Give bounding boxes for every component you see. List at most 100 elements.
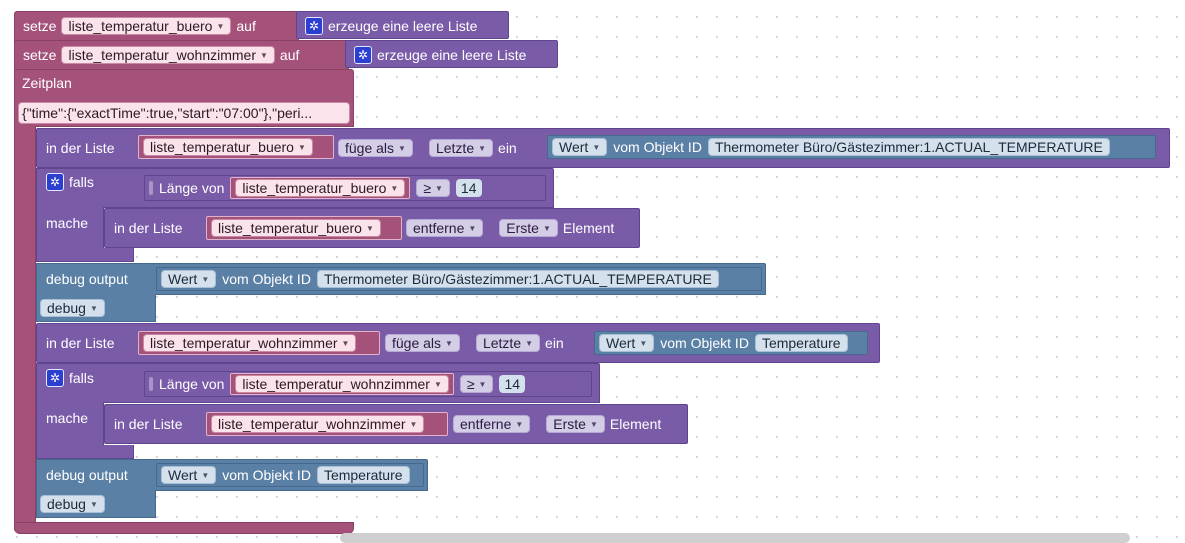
- gear-icon[interactable]: ✲: [46, 173, 64, 191]
- chevron-down-icon: ▼: [365, 223, 374, 233]
- operator-dropdown[interactable]: ≥▼: [459, 375, 494, 393]
- schedule-title: Zeitplan: [22, 75, 72, 91]
- create-empty-list-block-1[interactable]: ✲ erzeuge eine leere Liste: [296, 11, 509, 39]
- do-label: mache: [46, 215, 89, 231]
- chevron-down-icon: ▼: [592, 142, 601, 152]
- object-value-block[interactable]: Wert▼ vom Objekt ID Thermometer Büro/Gäs…: [547, 135, 1156, 159]
- ein-label: ein: [545, 335, 564, 351]
- if-block-2-footer: [36, 445, 134, 459]
- list-variable-block[interactable]: liste_temperatur_buero▼: [138, 135, 334, 159]
- remove-action-dropdown[interactable]: entferne▼: [453, 415, 531, 433]
- remove-position-dropdown[interactable]: Erste▼: [499, 219, 558, 237]
- chevron-down-icon: ▼: [435, 183, 443, 193]
- object-id-field[interactable]: Temperature: [316, 466, 410, 484]
- list-variable-block[interactable]: liste_temperatur_wohnzimmer▼: [138, 331, 380, 355]
- schedule-block-spine: [14, 126, 36, 530]
- insert-position-dropdown[interactable]: Letzte▼: [428, 139, 494, 157]
- number-field[interactable]: 14: [455, 179, 482, 197]
- chevron-down-icon: ▼: [468, 223, 477, 233]
- object-value-block[interactable]: Wert▼ vom Objekt ID Temperature: [156, 463, 424, 487]
- attribute-dropdown[interactable]: Wert▼: [599, 334, 655, 352]
- in-list-label: in der Liste: [114, 220, 183, 236]
- object-id-label: vom Objekt ID: [222, 271, 311, 287]
- create-list-label: erzeuge eine leere Liste: [328, 18, 478, 34]
- variable-dropdown[interactable]: liste_temperatur_wohnzimmer▼: [235, 375, 449, 393]
- length-label: Länge von: [159, 376, 225, 392]
- create-empty-list-block-2[interactable]: ✲ erzeuge eine leere Liste: [345, 40, 558, 68]
- chevron-down-icon: ▼: [589, 419, 598, 429]
- chevron-down-icon: ▼: [542, 223, 551, 233]
- if-block-1-footer: [36, 248, 134, 262]
- set-label: setze: [23, 47, 57, 63]
- chevron-down-icon: ▼: [478, 143, 487, 153]
- attribute-dropdown[interactable]: Wert▼: [552, 138, 608, 156]
- object-value-block[interactable]: Wert▼ vom Objekt ID Thermometer Büro/Gäs…: [156, 267, 762, 291]
- chevron-down-icon: ▼: [89, 499, 98, 509]
- number-field[interactable]: 14: [499, 375, 526, 393]
- in-list-label: in der Liste: [114, 416, 183, 432]
- chevron-down-icon: ▼: [260, 50, 268, 60]
- if-block-2-spine: [36, 402, 104, 452]
- ein-label: ein: [498, 140, 517, 156]
- chevron-down-icon: ▼: [478, 379, 487, 389]
- object-value-block[interactable]: Wert▼ vom Objekt ID Temperature: [594, 331, 868, 355]
- list-variable-block[interactable]: liste_temperatur_wohnzimmer▼: [206, 412, 448, 436]
- chevron-down-icon: ▼: [409, 419, 418, 429]
- attribute-dropdown[interactable]: Wert▼: [161, 466, 217, 484]
- if-label: falls: [69, 370, 94, 386]
- variable-dropdown[interactable]: liste_temperatur_wohnzimmer▼: [143, 334, 357, 352]
- insert-mode-dropdown[interactable]: füge als▼: [338, 139, 413, 157]
- gear-icon[interactable]: ✲: [46, 369, 64, 387]
- insert-position-dropdown[interactable]: Letzte▼: [475, 334, 541, 352]
- in-list-label: in der Liste: [46, 335, 115, 351]
- connector-nub: [149, 181, 153, 195]
- element-label: Element: [562, 220, 615, 236]
- chevron-down-icon: ▼: [639, 338, 648, 348]
- to-label: auf: [279, 47, 300, 63]
- gear-icon[interactable]: ✲: [305, 17, 323, 35]
- if-block-1-spine: [36, 207, 104, 255]
- chevron-down-icon: ▼: [525, 338, 534, 348]
- chevron-down-icon: ▼: [390, 183, 399, 193]
- variable-dropdown[interactable]: liste_temperatur_buero▼: [211, 219, 381, 237]
- chevron-down-icon: ▼: [216, 21, 225, 31]
- insert-mode-dropdown[interactable]: füge als▼: [385, 334, 460, 352]
- set-label: setze: [23, 18, 57, 34]
- object-id-label: vom Objekt ID: [613, 139, 702, 155]
- compare-block[interactable]: Länge von liste_temperatur_buero▼ ≥▼ 14: [144, 175, 546, 201]
- compare-block[interactable]: Länge von liste_temperatur_wohnzimmer▼ ≥…: [144, 371, 592, 397]
- chevron-down-icon: ▼: [297, 142, 306, 152]
- remove-position-dropdown[interactable]: Erste▼: [546, 415, 605, 433]
- debug-output-label: debug output: [46, 467, 128, 483]
- length-variable-block[interactable]: liste_temperatur_wohnzimmer▼: [230, 373, 454, 395]
- log-level-dropdown[interactable]: debug▼: [40, 299, 105, 317]
- length-variable-block[interactable]: liste_temperatur_buero▼: [230, 177, 411, 199]
- remove-action-dropdown[interactable]: entferne▼: [406, 219, 484, 237]
- chevron-down-icon: ▼: [433, 379, 442, 389]
- operator-dropdown[interactable]: ≥▼: [416, 179, 450, 197]
- object-id-label: vom Objekt ID: [660, 335, 749, 351]
- chevron-down-icon: ▼: [341, 338, 350, 348]
- chevron-down-icon: ▼: [515, 419, 524, 429]
- variable-dropdown[interactable]: liste_temperatur_wohnzimmer▼: [211, 415, 425, 433]
- object-id-field[interactable]: Thermometer Büro/Gästezimmer:1.ACTUAL_TE…: [316, 270, 719, 288]
- set-variable-block-1[interactable]: setze liste_temperatur_buero▼ auf: [14, 11, 299, 41]
- attribute-dropdown[interactable]: Wert▼: [161, 270, 217, 288]
- object-id-field[interactable]: Thermometer Büro/Gästezimmer:1.ACTUAL_TE…: [707, 138, 1110, 156]
- variable-dropdown[interactable]: liste_temperatur_wohnzimmer▼: [61, 46, 275, 64]
- variable-dropdown[interactable]: liste_temperatur_buero▼: [235, 179, 406, 197]
- object-id-field[interactable]: Temperature: [754, 334, 848, 352]
- debug-output-label: debug output: [46, 271, 128, 287]
- connector-nub: [149, 377, 153, 391]
- set-variable-block-2[interactable]: setze liste_temperatur_wohnzimmer▼ auf: [14, 40, 349, 70]
- horizontal-scrollbar[interactable]: [340, 533, 1130, 543]
- variable-dropdown[interactable]: liste_temperatur_buero▼: [61, 17, 232, 35]
- gear-icon[interactable]: ✲: [354, 46, 372, 64]
- schedule-value-field[interactable]: {"time":{"exactTime":true,"start":"07:00…: [18, 102, 350, 124]
- chevron-down-icon: ▼: [201, 274, 210, 284]
- object-id-label: vom Objekt ID: [222, 467, 311, 483]
- list-variable-block[interactable]: liste_temperatur_buero▼: [206, 216, 402, 240]
- log-level-dropdown[interactable]: debug▼: [40, 495, 105, 513]
- chevron-down-icon: ▼: [201, 470, 210, 480]
- variable-dropdown[interactable]: liste_temperatur_buero▼: [143, 138, 313, 156]
